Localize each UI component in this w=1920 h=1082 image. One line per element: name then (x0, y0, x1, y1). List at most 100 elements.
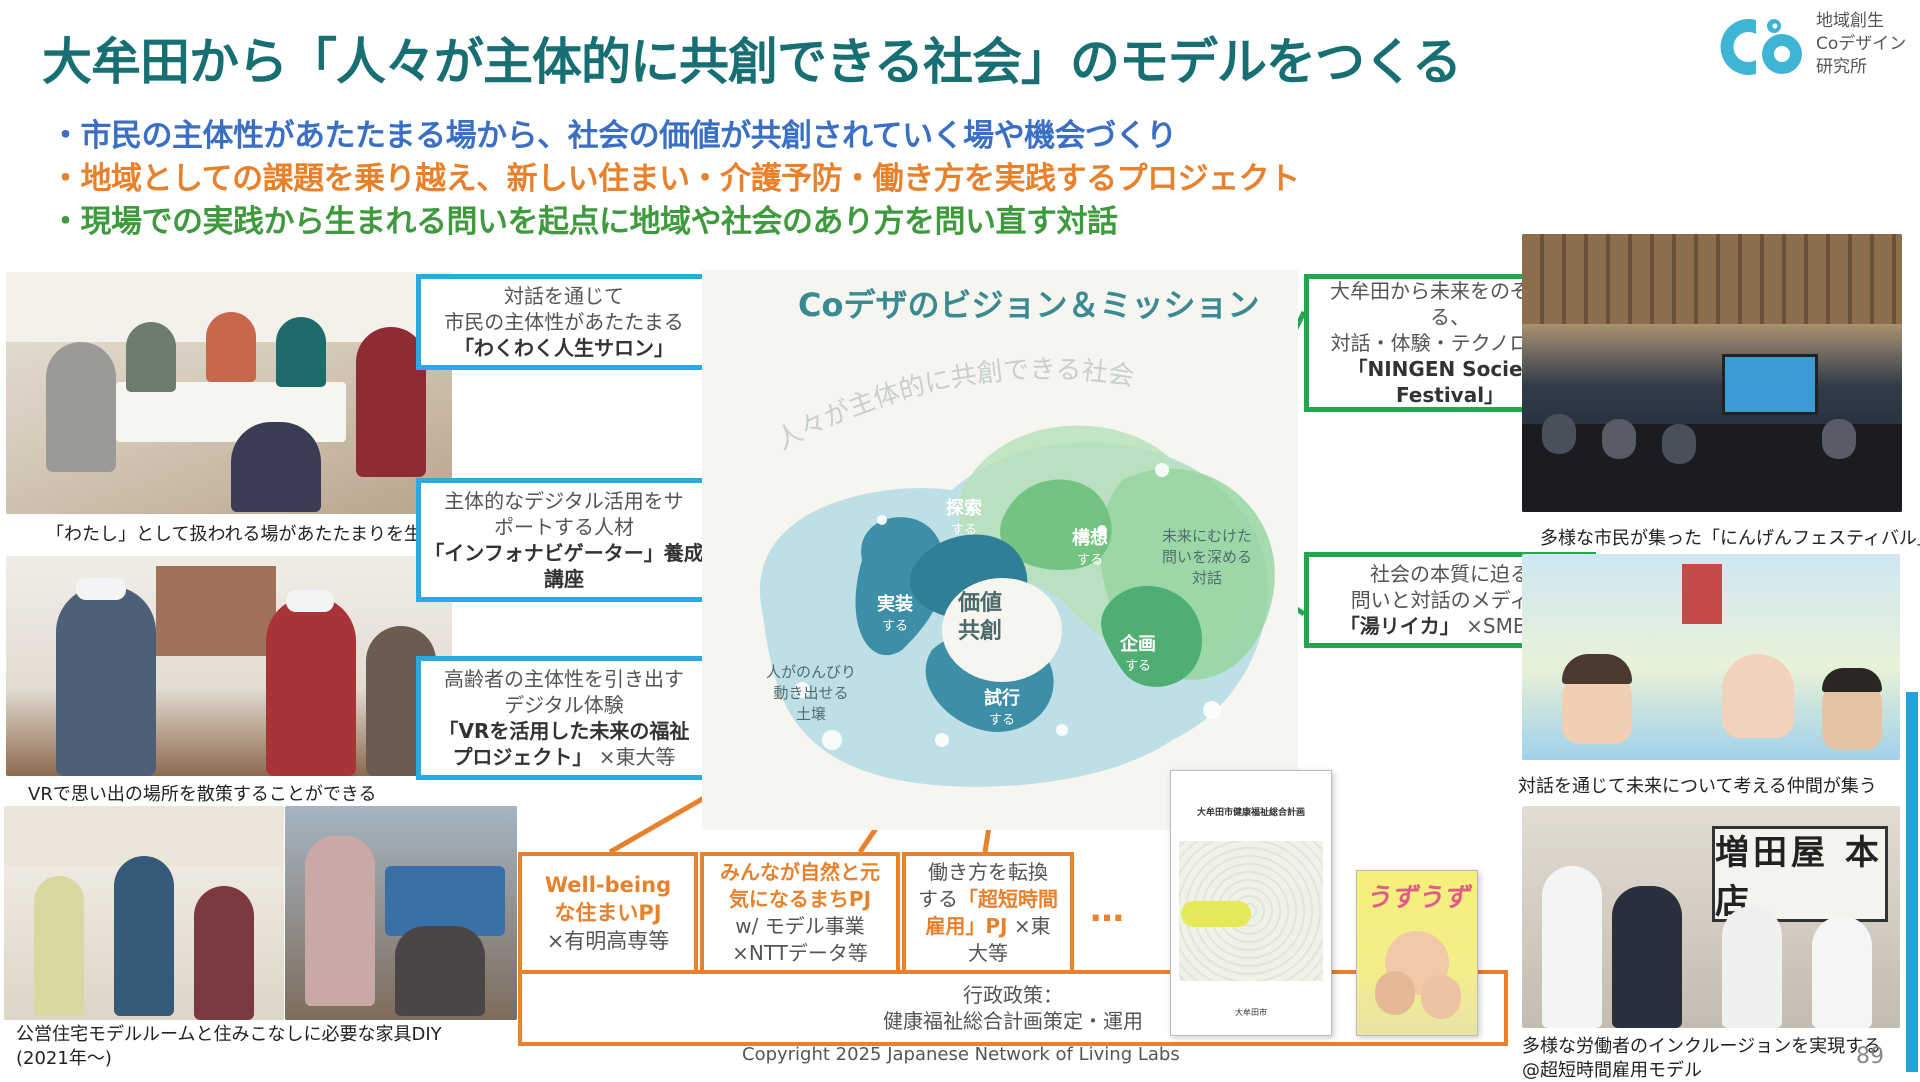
caption-salon: 「わたし」として扱われる場があたたまりを生む (46, 524, 441, 545)
workers-photo: 増田屋 本店 (1522, 806, 1900, 1028)
box-vr: 高齢者の主体性を引き出す デジタル体験 「VRを活用した未来の福祉 プロジェクト… (416, 656, 712, 780)
salon-photo (6, 272, 452, 514)
box-vr-line1: 高齢者の主体性を引き出す (444, 667, 684, 691)
stage-explore-label: 探索 (946, 498, 982, 519)
edge-accent-bar (1906, 692, 1918, 1072)
box-work-line1: 働き方を転換 (928, 860, 1048, 884)
soil-line1: 人がのんびり (766, 663, 857, 681)
box-work: 働き方を転換 する「超短時間 雇用」PJ ×東 大等 (902, 852, 1074, 974)
box-work-title2: 雇用」PJ (925, 914, 1008, 938)
copyright: Copyright 2025 Japanese Network of Livin… (742, 1044, 1180, 1065)
box-work-line4: 大等 (968, 941, 1008, 965)
diagram-art: 人々が主体的に共創できる社会 (759, 355, 1275, 787)
box-machi-line2: ×NTTデータ等 (732, 941, 868, 965)
center-line1: 価値 (958, 591, 1003, 616)
diagram-title: Coデザのビジョン＆ミッション (798, 286, 1260, 324)
box-policy-line2: 健康福祉総合計画策定・運用 (883, 1009, 1143, 1033)
box-yureka-line1: 社会の本質に迫る (1370, 562, 1530, 586)
box-wellbeing-partner: ×有明高専等 (546, 929, 670, 953)
box-salon-line1: 対話を通じて (504, 284, 624, 308)
shop-sign: 増田屋 本店 (1712, 826, 1888, 922)
bullet-2: ・地域としての課題を乗り越え、新しい住まい・介護予防・働き方を実践するプロジェク… (50, 161, 1300, 197)
vr-photo (6, 556, 452, 776)
box-festival-name: 「NINGEN Societal (1347, 357, 1553, 381)
stage-plan-label: 企画 (1120, 634, 1156, 655)
more-projects-ellipsis: … (1090, 890, 1124, 930)
stage-trial: 試行する (984, 688, 1020, 732)
caption-festival: 多様な市民が集った「にんげんフェスティバル」 (1540, 528, 1920, 549)
box-vr-line2: デジタル体験 (504, 693, 624, 717)
caption-workers: 多様な労働者のインクルージョンを実現する (1522, 1036, 1882, 1057)
caption-dialogue: 対話を通じて未来について考える仲間が集う (1518, 776, 1877, 797)
stage-concept-sub: する (1076, 553, 1103, 568)
stage-explore: 探索する (946, 498, 982, 542)
cofeza-logo-icon (1720, 19, 1802, 75)
festival-photo (1522, 234, 1902, 512)
bullet-3: ・現場での実践から生まれる問いを起点に地域や社会のあり方を問い直す対話 (50, 204, 1118, 240)
magazine-title: うずうず (1364, 883, 1469, 913)
dialogue-label: 未来にむけた 問いを深める 対話 (1162, 526, 1252, 589)
caption-housing-year: (2021年～) (16, 1048, 112, 1069)
bullet-1: ・市民の主体性があたたまる場から、社会の価値が共創されていく場や機会づくり (50, 118, 1177, 154)
box-machi-line1: w/ モデル事業 (735, 914, 865, 938)
box-festival-line2: る、 (1430, 305, 1470, 329)
box-vr-partner: ×東大等 (592, 745, 676, 769)
box-salon-name: 「わくわく人生サロン」 (454, 336, 674, 360)
page-title: 大牟田から「人々が主体的に共創できる社会」のモデルをつくる (42, 33, 1462, 91)
stage-plan: 企画する (1120, 634, 1156, 678)
stage-implement-label: 実装 (877, 594, 913, 615)
center-line2: 共創 (958, 619, 1003, 644)
page-number: 89 (1856, 1044, 1884, 1069)
box-navigator-line2: ポートする人材 (494, 515, 634, 539)
caption-workers-model: @超短時間雇用モデル (1522, 1060, 1702, 1081)
soil-label: 人がのんびり 動き出せる 土壌 (766, 662, 856, 725)
uzuuzu-magazine: うずうず (1356, 870, 1478, 1036)
logo-line2: Coデザイン (1816, 34, 1907, 54)
box-navigator-name2: 講座 (544, 567, 584, 591)
health-plan-footer: 大牟田市 (1235, 1008, 1267, 1017)
box-work-line2a: する (918, 887, 958, 911)
caption-vr: VRで思い出の場所を散策することができる (28, 784, 377, 805)
diy-photo (285, 806, 517, 1020)
stage-plan-sub: する (1124, 659, 1151, 674)
box-salon-line2: 市民の主体性があたたまる (444, 310, 684, 334)
housing-photo (4, 806, 284, 1020)
box-policy: 行政政策： 健康福祉総合計画策定・運用 (518, 970, 1508, 1046)
dialogue-line2: 問いを深める (1162, 548, 1253, 566)
stage-trial-label: 試行 (984, 688, 1020, 709)
box-navigator-line1: 主体的なデジタル活用をサ (444, 489, 684, 513)
logo-line3: 研究所 (1816, 57, 1867, 77)
box-wellbeing: Well-being な住まいPJ ×有明高専等 (518, 852, 698, 974)
box-salon: 対話を通じて 市民の主体性があたたまる 「わくわく人生サロン」 (416, 274, 712, 370)
dialogue-line1: 未来にむけた (1162, 527, 1253, 545)
caption-housing: 公営住宅モデルルームと住みこなしに必要な家具DIY (16, 1024, 442, 1045)
vision-diagram: Coデザのビジョン＆ミッション 人々が主体的に共創できる社会 価値 共創 探索す… (702, 270, 1298, 830)
box-machi: みんなが自然と元 気になるまちPJ w/ モデル事業 ×NTTデータ等 (700, 852, 900, 974)
soil-line3: 土壌 (796, 705, 827, 723)
box-work-title1: 「超短時間 (958, 887, 1058, 911)
center-value-cocreation: 価値 共創 (958, 590, 1002, 646)
logo-line1: 地域創生 (1816, 11, 1884, 31)
logo: 地域創生 Coデザイン 研究所 (1712, 6, 1912, 86)
stage-concept: 構想する (1072, 528, 1108, 572)
soil-line2: 動き出せる (773, 684, 849, 702)
stage-trial-sub: する (988, 713, 1015, 728)
stage-concept-label: 構想 (1072, 528, 1108, 549)
box-festival-name2: Festival」 (1395, 383, 1505, 407)
health-plan-booklet: 大牟田市健康福祉総合計画 大牟田市 (1170, 770, 1332, 1036)
box-wellbeing-title1: Well-being (544, 873, 672, 897)
dialogue-line3: 対話 (1192, 569, 1223, 587)
stage-implement: 実装する (877, 594, 913, 638)
box-machi-title2: 気になるまちPJ (728, 887, 872, 911)
box-vr-name2: プロジェクト」 (452, 745, 593, 769)
health-plan-title: 大牟田市健康福祉総合計画 (1196, 808, 1305, 818)
stage-explore-sub: する (950, 523, 977, 538)
stage-implement-sub: する (881, 619, 908, 634)
box-vr-name: 「VRを活用した未来の福祉 (438, 719, 690, 743)
box-yureka-name: 「湯リイカ」 (1339, 614, 1460, 638)
box-yureka-line2: 問いと対話のメディア (1350, 588, 1550, 612)
box-work-partner: ×東 (1007, 914, 1051, 938)
box-wellbeing-title2: な住まいPJ (554, 901, 662, 925)
yureka-photo (1522, 554, 1900, 760)
box-machi-title1: みんなが自然と元 (720, 860, 880, 884)
